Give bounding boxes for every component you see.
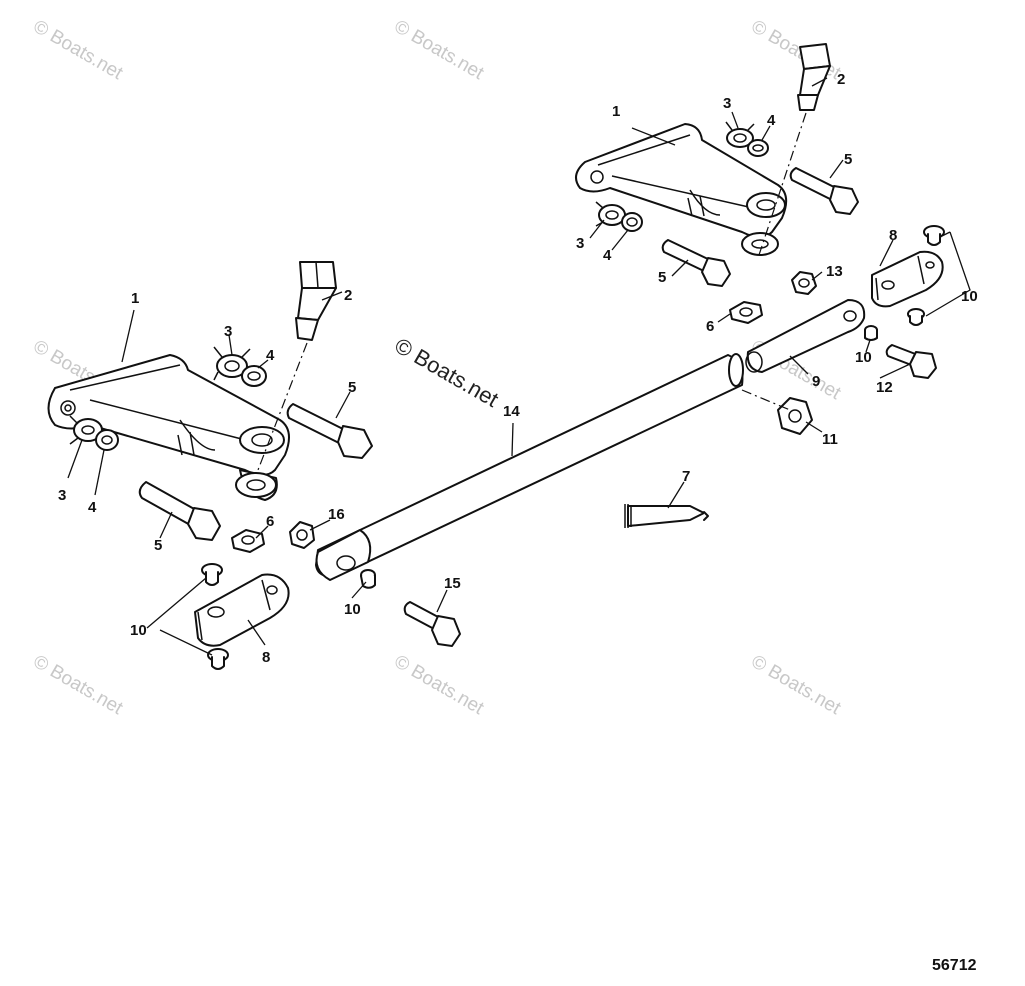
callout-7: 7 bbox=[682, 468, 690, 485]
callout-5: 5 bbox=[844, 151, 852, 168]
callout-10: 10 bbox=[961, 288, 978, 305]
callout-3: 3 bbox=[58, 487, 66, 504]
watermark-2: © Boats.net bbox=[391, 16, 488, 84]
left-washer-bottom bbox=[95, 429, 119, 451]
callout-9: 9 bbox=[812, 373, 820, 390]
left-bracket-arm bbox=[47, 354, 290, 501]
right-assembly bbox=[575, 43, 945, 435]
right-clevis bbox=[871, 250, 944, 308]
callout-13: 13 bbox=[826, 263, 843, 280]
callout-1: 1 bbox=[131, 290, 139, 307]
callout-5: 5 bbox=[348, 379, 356, 396]
right-bushing-top bbox=[923, 225, 945, 246]
callout-15: 15 bbox=[444, 575, 461, 592]
callout-1: 1 bbox=[612, 103, 620, 120]
callout-4: 4 bbox=[88, 499, 97, 516]
left-bolt-long bbox=[295, 261, 337, 341]
watermark-6: © Boats.net bbox=[30, 651, 127, 719]
callouts: 1 2 3 4 5 3 4 5 6 16 10 8 10 15 14 7 1 2… bbox=[58, 71, 978, 666]
right-bracket-arm bbox=[575, 123, 788, 256]
bolt-15 bbox=[403, 601, 461, 647]
tie-bar bbox=[315, 353, 744, 581]
callout-4: 4 bbox=[266, 347, 275, 364]
left-washer-top bbox=[241, 365, 267, 387]
rod-end-9 bbox=[745, 299, 866, 373]
callout-8: 8 bbox=[889, 227, 897, 244]
callout-5: 5 bbox=[658, 269, 666, 286]
callout-4: 4 bbox=[767, 112, 776, 129]
left-bushing-bottom bbox=[207, 648, 229, 670]
callout-3: 3 bbox=[576, 235, 584, 252]
right-bolt-top bbox=[789, 167, 859, 215]
callout-11: 11 bbox=[822, 431, 838, 448]
callout-12: 12 bbox=[876, 379, 893, 396]
grease-tube-7 bbox=[624, 504, 709, 528]
callout-14: 14 bbox=[503, 403, 520, 420]
watermark-7: © Boats.net bbox=[391, 651, 488, 719]
nut-11 bbox=[777, 397, 813, 435]
callout-2: 2 bbox=[344, 287, 352, 304]
watermark-center: © Boats.net bbox=[391, 333, 503, 412]
callout-10: 10 bbox=[344, 601, 361, 618]
nut-16 bbox=[289, 521, 315, 549]
right-lock-washer-bottom bbox=[595, 201, 626, 227]
callout-8: 8 bbox=[262, 649, 270, 666]
rod-axis-line bbox=[741, 389, 791, 411]
left-nut bbox=[231, 529, 265, 553]
callout-10: 10 bbox=[130, 622, 147, 639]
right-washer-bottom bbox=[621, 212, 643, 232]
leader-lines bbox=[67, 77, 971, 656]
right-bolt-bottom bbox=[661, 239, 731, 287]
right-bolt-long bbox=[797, 43, 831, 111]
callout-16: 16 bbox=[328, 506, 345, 523]
left-bolt-bottom bbox=[138, 481, 221, 541]
bolt-12 bbox=[885, 344, 937, 379]
left-bolt-top bbox=[286, 403, 373, 459]
watermark-3: © Boats.net bbox=[748, 16, 845, 84]
watermark-8: © Boats.net bbox=[748, 651, 845, 719]
callout-6: 6 bbox=[706, 318, 714, 335]
left-axis-line bbox=[257, 342, 308, 471]
left-lock-washer-top bbox=[213, 346, 251, 381]
right-lock-washer-top bbox=[725, 121, 755, 148]
callout-4: 4 bbox=[603, 247, 612, 264]
callout-2: 2 bbox=[837, 71, 845, 88]
right-bushing-10c bbox=[864, 325, 878, 341]
right-nut bbox=[729, 301, 763, 324]
callout-3: 3 bbox=[224, 323, 232, 340]
callout-3: 3 bbox=[723, 95, 731, 112]
left-bushing-top bbox=[201, 563, 223, 586]
right-bushing-bottom bbox=[907, 308, 925, 326]
figure-number: 56712 bbox=[932, 957, 977, 974]
callout-10: 10 bbox=[855, 349, 872, 366]
nut-13 bbox=[791, 271, 817, 295]
right-axis-line bbox=[757, 112, 807, 259]
left-assembly bbox=[47, 261, 373, 670]
bushing-10-center bbox=[360, 569, 376, 589]
callout-5: 5 bbox=[154, 537, 162, 554]
callout-6: 6 bbox=[266, 513, 274, 530]
right-washer-top bbox=[747, 139, 769, 157]
watermark-1: © Boats.net bbox=[30, 16, 127, 84]
left-clevis bbox=[194, 573, 290, 647]
